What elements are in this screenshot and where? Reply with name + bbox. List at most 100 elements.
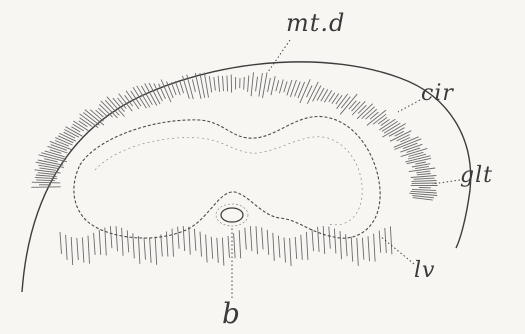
striation-line xyxy=(324,90,332,102)
striation-line xyxy=(411,191,437,193)
striation-line xyxy=(251,72,253,96)
striation-line xyxy=(51,145,67,151)
striation-line xyxy=(204,73,208,98)
striation-line xyxy=(415,166,429,168)
striation-line xyxy=(66,235,68,260)
striation-line xyxy=(267,230,269,255)
striation-line xyxy=(172,229,174,257)
striation-line xyxy=(38,160,63,165)
striation-line xyxy=(228,236,230,258)
striation-line xyxy=(171,82,176,95)
striation-line xyxy=(96,110,104,117)
striation-line xyxy=(55,141,69,147)
striation-line xyxy=(79,121,88,127)
striation-line xyxy=(222,238,224,266)
striation-line xyxy=(357,238,359,266)
label-cir: cir xyxy=(421,83,454,105)
leader-line-lv xyxy=(380,236,414,264)
striation-line xyxy=(116,226,118,251)
inner-cavity-outline xyxy=(74,116,380,238)
striation-line xyxy=(403,143,417,148)
striation-line xyxy=(217,238,219,263)
striation-line xyxy=(273,233,275,261)
striation-line xyxy=(175,81,180,95)
striation-line xyxy=(379,231,381,253)
striation-line xyxy=(313,86,321,102)
striation-line xyxy=(192,79,195,92)
striation-line xyxy=(390,226,392,254)
striation-line xyxy=(32,182,60,183)
striation-line xyxy=(206,235,208,263)
striation-line xyxy=(60,232,62,254)
label-b: b xyxy=(222,300,241,328)
striation-line xyxy=(278,236,280,258)
striation-line xyxy=(161,80,171,103)
striation-line xyxy=(417,174,431,175)
striation-line xyxy=(250,226,252,251)
striation-line xyxy=(209,76,211,92)
striation-line xyxy=(262,228,264,250)
striation-line xyxy=(194,229,196,251)
striation-line xyxy=(279,80,283,94)
striation-line xyxy=(38,173,56,175)
striation-line xyxy=(200,73,205,98)
leader-line-cir xyxy=(398,100,420,112)
striation-line xyxy=(407,148,421,153)
striation-line xyxy=(390,131,411,142)
striation-line xyxy=(414,178,435,179)
striation-line xyxy=(73,124,84,131)
small-oval-structure xyxy=(221,208,243,222)
striation-line xyxy=(183,226,185,251)
striation-line xyxy=(166,232,168,257)
striation-line xyxy=(64,132,75,138)
striation-line xyxy=(211,237,213,259)
striation-line xyxy=(244,77,245,90)
striation-line xyxy=(122,228,124,256)
striation-line xyxy=(31,187,60,188)
label-lv: lv xyxy=(414,260,435,282)
striation-line xyxy=(99,230,101,255)
striation-line xyxy=(110,226,112,248)
label-glt: glt xyxy=(460,165,493,187)
striation-line xyxy=(127,230,129,252)
striation-line xyxy=(263,73,268,99)
striation-line xyxy=(349,101,356,110)
striation-line xyxy=(150,238,152,263)
striation-line xyxy=(284,81,287,92)
striation-line xyxy=(367,110,386,125)
striation-line xyxy=(218,76,220,92)
striation-line xyxy=(409,168,435,172)
striation-line xyxy=(155,237,157,265)
striation-line xyxy=(341,97,350,108)
striation-line xyxy=(82,238,84,263)
striation-line xyxy=(248,76,249,92)
striation-line xyxy=(318,227,320,252)
striation-line xyxy=(411,176,437,178)
striation-line xyxy=(268,78,271,92)
striation-line xyxy=(161,235,163,257)
striation-line xyxy=(312,229,314,251)
striation-line xyxy=(88,236,90,264)
striation-line xyxy=(39,168,56,170)
striation-line xyxy=(413,198,433,201)
striation-line xyxy=(287,80,292,95)
striation-line xyxy=(340,231,342,259)
striation-line xyxy=(239,230,241,258)
striation-line xyxy=(71,237,73,265)
striation-line xyxy=(358,105,366,113)
striation-line xyxy=(412,189,436,190)
striation-line xyxy=(378,118,387,125)
striation-line xyxy=(334,229,336,254)
striation-line xyxy=(290,238,292,266)
striation-line xyxy=(85,110,104,126)
striation-line xyxy=(154,84,163,101)
striation-line xyxy=(370,112,378,119)
label-mt-d: mt.d xyxy=(286,11,345,35)
leader-line-mtd xyxy=(268,40,290,72)
striation-line xyxy=(133,233,135,258)
striation-line xyxy=(256,226,258,254)
striation-line xyxy=(409,193,437,195)
striation-line xyxy=(346,234,348,256)
